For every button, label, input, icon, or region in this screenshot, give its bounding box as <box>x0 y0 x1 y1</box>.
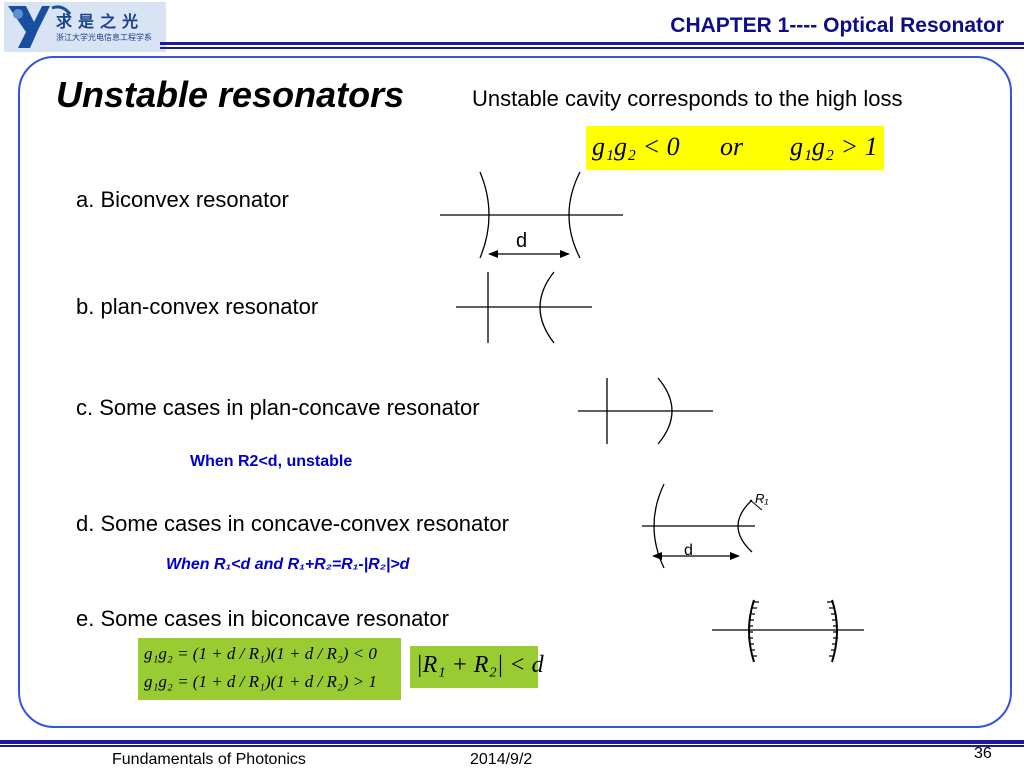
biconcave-formula-1: g₁g₂ = (1 + d / R₁)(1 + d / R₂) < 0 <box>144 644 377 663</box>
item-c-condition: When R2<d, unstable <box>190 453 353 470</box>
footer-divider <box>0 740 1024 744</box>
item-d-label: d. Some cases in concave-convex resonato… <box>76 511 509 536</box>
logo-emblem-icon <box>4 2 166 52</box>
chapter-title: CHAPTER 1---- Optical Resonator <box>670 14 1004 37</box>
page-number: 36 <box>974 745 992 762</box>
logo-subtitle: 浙江大学光电信息工程学系 <box>56 33 152 42</box>
item-d-condition: When R₁<d and R₁+R₂=R₁-|R₂|>d <box>166 556 410 573</box>
biconvex-diagram <box>440 171 623 259</box>
logo-title: 求是之光 <box>56 12 145 31</box>
header-divider <box>160 42 1024 45</box>
condition-left: g₁g₂ < 0 <box>592 132 680 161</box>
stability-condition-box: g₁g₂ < 0 or g₁g₂ > 1 <box>586 126 884 170</box>
slide-heading: Unstable resonators <box>56 74 405 115</box>
item-e-label: e. Some cases in biconcave resonator <box>76 606 449 631</box>
item-b-label: b. plan-convex resonator <box>76 294 319 319</box>
item-d-radius-label: R₁ <box>755 491 769 506</box>
footer-course: Fundamentals of Photonics <box>112 751 306 768</box>
footer-divider-secondary <box>0 745 1024 747</box>
zju-logo: 求是之光 浙江大学光电信息工程学系 <box>4 2 166 52</box>
item-c-label: c. Some cases in plan-concave resonator <box>76 395 480 420</box>
condition-joiner: or <box>720 132 744 161</box>
biconcave-condition: |R₁ + R₂| < d <box>416 652 544 678</box>
plan-concave-diagram <box>578 377 713 445</box>
footer-date: 2014/9/2 <box>470 751 533 768</box>
header-divider-secondary <box>160 47 1024 49</box>
plan-convex-diagram <box>456 271 592 344</box>
content-frame <box>18 56 1012 728</box>
heading-note: Unstable cavity corresponds to the high … <box>472 86 903 111</box>
concave-convex-diagram <box>642 483 763 569</box>
biconcave-condition-box: |R₁ + R₂| < d <box>410 646 544 688</box>
biconcave-formula-2: g₁g₂ = (1 + d / R₁)(1 + d / R₂) > 1 <box>144 672 377 691</box>
item-a-distance-label: d <box>516 230 528 252</box>
item-a-label: a. Biconvex resonator <box>76 187 289 212</box>
biconcave-formula-box: g₁g₂ = (1 + d / R₁)(1 + d / R₂) < 0 g₁g₂… <box>138 638 401 700</box>
condition-right: g₁g₂ > 1 <box>790 132 878 161</box>
biconcave-diagram <box>712 599 864 663</box>
item-d-distance-label: d <box>684 542 693 559</box>
